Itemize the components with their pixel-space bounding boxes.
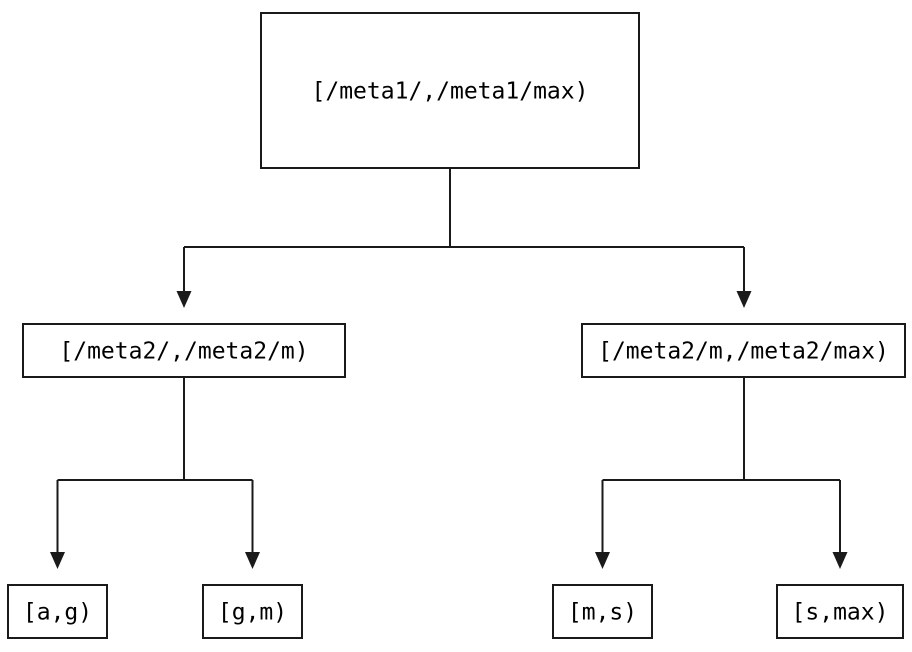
tree-node-leaf-gm: [g,m) bbox=[202, 584, 303, 639]
node-box bbox=[776, 584, 904, 639]
tree-node-left: [/meta2/,/meta2/m) bbox=[22, 323, 346, 378]
tree-node-root: [/meta1/,/meta1/max) bbox=[260, 12, 640, 169]
node-label: [m,s) bbox=[568, 600, 637, 626]
arrowhead-down-icon bbox=[832, 552, 848, 569]
arrowhead-down-icon bbox=[595, 552, 610, 569]
tree-node-leaf-smax: [s,max) bbox=[776, 584, 904, 639]
node-box bbox=[581, 323, 906, 378]
node-box bbox=[7, 584, 108, 639]
node-label: [/meta1/,/meta1/max) bbox=[312, 79, 589, 105]
edge-group-left bbox=[50, 377, 260, 569]
edge-group-root bbox=[176, 168, 752, 308]
node-box bbox=[552, 584, 653, 639]
arrowhead-down-icon bbox=[736, 291, 752, 308]
edge-group-right bbox=[595, 377, 848, 569]
node-box bbox=[260, 12, 640, 169]
node-label: [s,max) bbox=[792, 600, 889, 626]
node-label: [/meta2/m,/meta2/max) bbox=[598, 339, 889, 365]
tree-node-leaf-ms: [m,s) bbox=[552, 584, 653, 639]
arrowhead-down-icon bbox=[50, 552, 65, 569]
arrowhead-down-icon bbox=[176, 291, 192, 308]
node-label: [g,m) bbox=[218, 600, 287, 626]
arrowhead-down-icon bbox=[245, 552, 260, 569]
node-label: [/meta2/,/meta2/m) bbox=[59, 339, 308, 365]
node-label: [a,g) bbox=[23, 600, 92, 626]
node-box bbox=[22, 323, 346, 378]
node-box bbox=[202, 584, 303, 639]
tree-node-right: [/meta2/m,/meta2/max) bbox=[581, 323, 906, 378]
tree-node-leaf-ag: [a,g) bbox=[7, 584, 108, 639]
